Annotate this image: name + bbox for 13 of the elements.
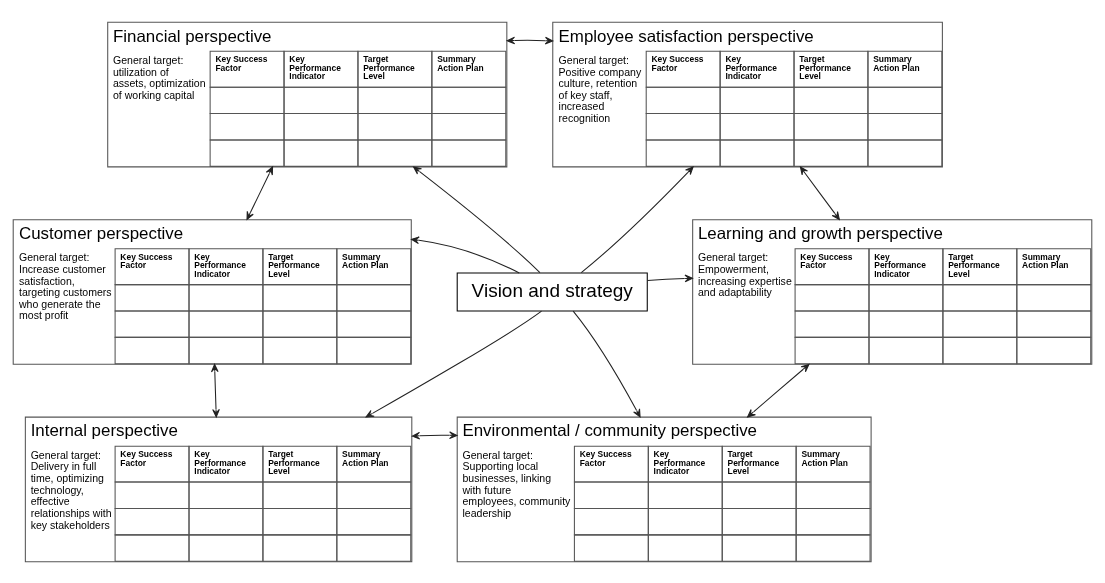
arrow — [410, 235, 520, 273]
arrow — [365, 310, 543, 417]
arrow — [413, 165, 541, 273]
arrow — [246, 165, 274, 220]
arrow — [411, 430, 458, 440]
arrow — [799, 165, 840, 220]
arrow — [572, 310, 641, 417]
arrow — [580, 165, 694, 273]
arrow — [210, 363, 220, 417]
arrow — [747, 363, 810, 417]
arrow — [647, 274, 693, 282]
node-box: Vision and strategy — [456, 271, 648, 312]
arrow — [506, 36, 554, 44]
